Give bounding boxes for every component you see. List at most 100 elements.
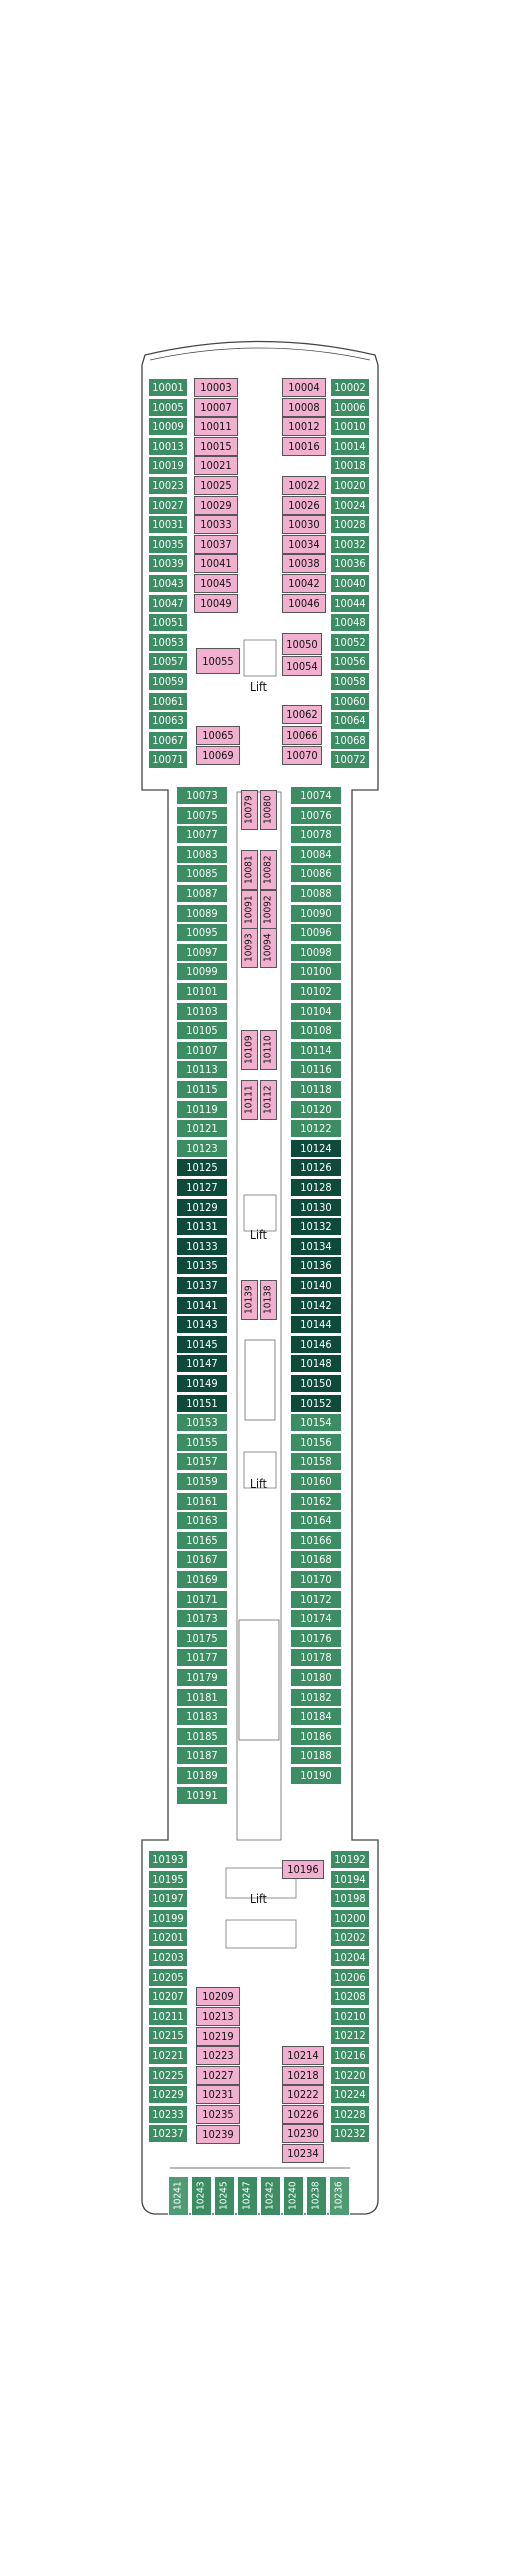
cabin-10033[interactable]: 10033 [194,515,238,535]
cabin-10090[interactable]: 10090 [290,903,342,923]
cabin-10024[interactable]: 10024 [330,495,370,515]
cabin-10034[interactable]: 10034 [282,534,326,554]
cabin-10081[interactable]: 10081 [241,850,258,890]
cabin-10004[interactable]: 10004 [282,378,326,397]
cabin-10220[interactable]: 10220 [330,2065,370,2085]
cabin-10078[interactable]: 10078 [290,825,342,845]
cabin-10086[interactable]: 10086 [290,864,342,884]
cabin-10035[interactable]: 10035 [148,534,188,554]
cabin-10071[interactable]: 10071 [148,750,188,770]
cabin-10133[interactable]: 10133 [176,1236,228,1256]
cabin-10182[interactable]: 10182 [290,1687,342,1707]
cabin-10152[interactable]: 10152 [290,1393,342,1413]
cabin-10130[interactable]: 10130 [290,1197,342,1217]
cabin-10002[interactable]: 10002 [330,378,370,397]
cabin-10242[interactable]: 10242 [260,2176,281,2216]
cabin-10145[interactable]: 10145 [176,1334,228,1354]
cabin-10088[interactable]: 10088 [290,884,342,903]
cabin-10059[interactable]: 10059 [148,672,188,691]
cabin-10163[interactable]: 10163 [176,1511,228,1531]
cabin-10238[interactable]: 10238 [306,2176,327,2216]
cabin-10162[interactable]: 10162 [290,1491,342,1511]
cabin-10176[interactable]: 10176 [290,1628,342,1648]
cabin-10040[interactable]: 10040 [330,574,370,593]
cabin-10006[interactable]: 10006 [330,397,370,417]
cabin-10083[interactable]: 10083 [176,844,228,864]
cabin-10122[interactable]: 10122 [290,1119,342,1139]
cabin-10165[interactable]: 10165 [176,1530,228,1550]
cabin-10039[interactable]: 10039 [148,554,188,574]
cabin-10073[interactable]: 10073 [176,786,228,805]
cabin-10077[interactable]: 10077 [176,825,228,845]
cabin-10135[interactable]: 10135 [176,1256,228,1276]
cabin-10105[interactable]: 10105 [176,1021,228,1041]
cabin-10107[interactable]: 10107 [176,1040,228,1060]
cabin-10060[interactable]: 10060 [330,691,370,711]
cabin-10055[interactable]: 10055 [196,648,240,674]
cabin-10143[interactable]: 10143 [176,1315,228,1335]
cabin-10022[interactable]: 10022 [282,476,326,495]
cabin-10102[interactable]: 10102 [290,982,342,1001]
cabin-10089[interactable]: 10089 [176,903,228,923]
cabin-10087[interactable]: 10087 [176,884,228,903]
cabin-10142[interactable]: 10142 [290,1295,342,1315]
cabin-10109[interactable]: 10109 [241,1030,258,1070]
cabin-10131[interactable]: 10131 [176,1217,228,1237]
cabin-10212[interactable]: 10212 [330,2026,370,2046]
cabin-10197[interactable]: 10197 [148,1889,188,1909]
cabin-10190[interactable]: 10190 [290,1766,342,1785]
cabin-10218[interactable]: 10218 [282,2065,324,2085]
cabin-10028[interactable]: 10028 [330,515,370,535]
cabin-10043[interactable]: 10043 [148,574,188,593]
cabin-10111[interactable]: 10111 [241,1080,258,1120]
cabin-10123[interactable]: 10123 [176,1138,228,1158]
cabin-10188[interactable]: 10188 [290,1746,342,1766]
cabin-10108[interactable]: 10108 [290,1021,342,1041]
cabin-10181[interactable]: 10181 [176,1687,228,1707]
cabin-10213[interactable]: 10213 [196,2007,240,2026]
cabin-10170[interactable]: 10170 [290,1570,342,1589]
cabin-10036[interactable]: 10036 [330,554,370,574]
cabin-10224[interactable]: 10224 [330,2085,370,2105]
cabin-10054[interactable]: 10054 [282,656,322,676]
cabin-10215[interactable]: 10215 [148,2026,188,2046]
cabin-10160[interactable]: 10160 [290,1472,342,1491]
cabin-10219[interactable]: 10219 [196,2026,240,2046]
cabin-10031[interactable]: 10031 [148,515,188,535]
cabin-10189[interactable]: 10189 [176,1766,228,1785]
cabin-10199[interactable]: 10199 [148,1908,188,1928]
cabin-10234[interactable]: 10234 [282,2144,324,2163]
cabin-10056[interactable]: 10056 [330,652,370,672]
cabin-10172[interactable]: 10172 [290,1589,342,1609]
cabin-10067[interactable]: 10067 [148,730,188,750]
cabin-10235[interactable]: 10235 [196,2105,240,2124]
cabin-10015[interactable]: 10015 [194,436,238,456]
cabin-10245[interactable]: 10245 [214,2176,235,2216]
cabin-10126[interactable]: 10126 [290,1158,342,1178]
cabin-10241[interactable]: 10241 [168,2176,189,2216]
cabin-10195[interactable]: 10195 [148,1869,188,1889]
cabin-10180[interactable]: 10180 [290,1668,342,1687]
cabin-10149[interactable]: 10149 [176,1374,228,1393]
cabin-10110[interactable]: 10110 [260,1030,277,1070]
cabin-10184[interactable]: 10184 [290,1707,342,1727]
cabin-10093[interactable]: 10093 [241,928,258,968]
cabin-10226[interactable]: 10226 [282,2104,324,2124]
cabin-10080[interactable]: 10080 [260,790,277,830]
cabin-10045[interactable]: 10045 [194,574,238,593]
cabin-10115[interactable]: 10115 [176,1080,228,1099]
cabin-10229[interactable]: 10229 [148,2085,188,2105]
cabin-10058[interactable]: 10058 [330,672,370,691]
cabin-10179[interactable]: 10179 [176,1668,228,1687]
cabin-10231[interactable]: 10231 [196,2085,240,2105]
cabin-10066[interactable]: 10066 [282,726,322,745]
cabin-10085[interactable]: 10085 [176,864,228,884]
cabin-10128[interactable]: 10128 [290,1178,342,1197]
cabin-10029[interactable]: 10029 [194,495,238,515]
cabin-10214[interactable]: 10214 [282,2046,324,2065]
cabin-10074[interactable]: 10074 [290,786,342,805]
cabin-10207[interactable]: 10207 [148,1987,188,2007]
cabin-10129[interactable]: 10129 [176,1197,228,1217]
cabin-10240[interactable]: 10240 [283,2176,304,2216]
cabin-10003[interactable]: 10003 [194,378,238,397]
